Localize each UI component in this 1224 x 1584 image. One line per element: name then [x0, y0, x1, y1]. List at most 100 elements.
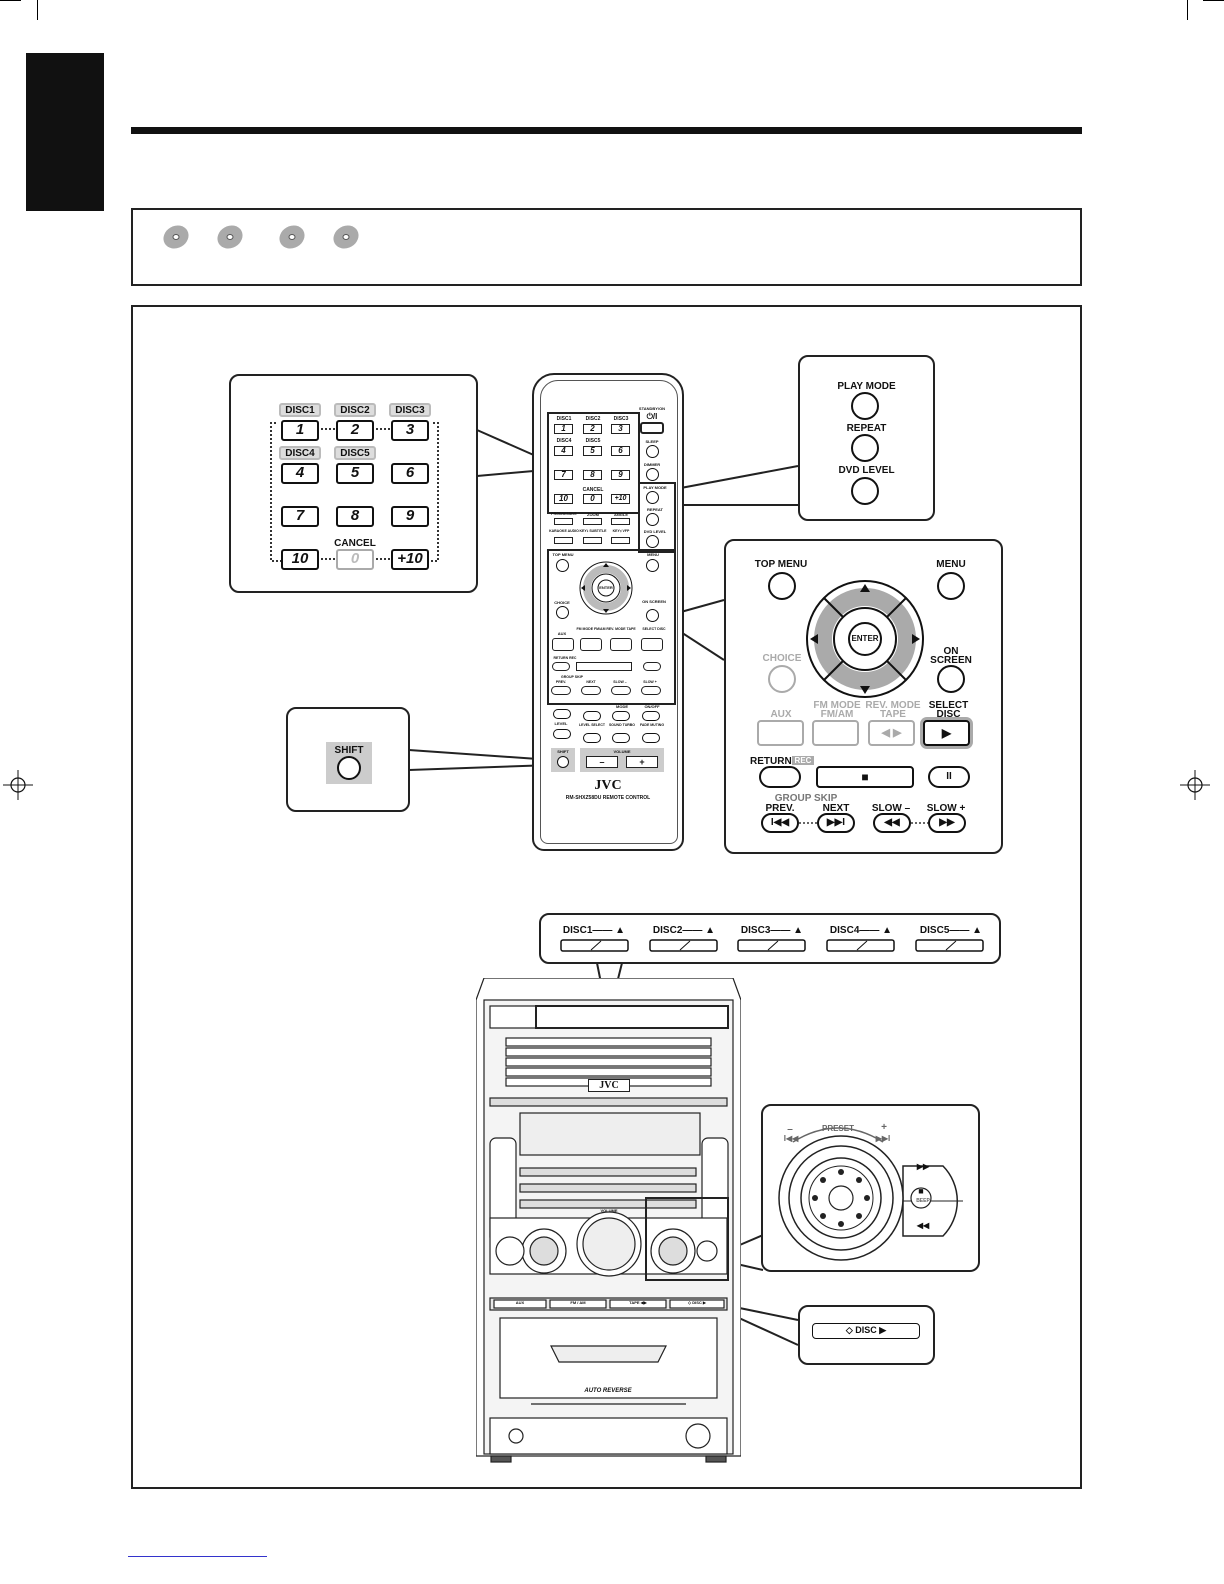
remote-key-4[interactable]: 4: [554, 446, 573, 456]
remote-return-button[interactable]: [552, 662, 570, 671]
remote-key-10[interactable]: 10: [554, 494, 573, 504]
key-5[interactable]: 5: [336, 463, 374, 484]
remote-play-mode-label: PLAY MODE: [643, 485, 667, 490]
remote-key-8[interactable]: 8: [583, 470, 602, 480]
remote-standby-button[interactable]: [640, 422, 664, 434]
remote-prev-button[interactable]: [551, 686, 571, 695]
remote-pause-button[interactable]: [643, 662, 661, 671]
choice-button[interactable]: [768, 665, 796, 693]
shift-label: SHIFT: [334, 745, 364, 756]
preset-rew-icon[interactable]: ◀◀: [916, 1221, 930, 1230]
disc-play-button[interactable]: ◇ DISC ▶: [812, 1323, 920, 1339]
preset-beep-label: BEEP: [916, 1198, 930, 1204]
remote-level-down-button[interactable]: [553, 729, 571, 739]
remote-key-2[interactable]: 2: [583, 424, 602, 434]
pause-button[interactable]: II: [928, 766, 970, 788]
remote-level-up-button[interactable]: [553, 709, 571, 719]
remote-on-off-button[interactable]: [642, 711, 660, 721]
remote-top-menu-button[interactable]: [556, 559, 569, 572]
aux-button[interactable]: [757, 720, 804, 746]
remote-keysharp-button[interactable]: [611, 537, 630, 544]
remote-karaoke-button[interactable]: [554, 537, 573, 544]
remote-level-select-button[interactable]: [583, 733, 601, 743]
remote-stop-button[interactable]: [576, 662, 632, 671]
repeat-button[interactable]: [851, 434, 879, 462]
remote-dvd-level-label: DVD LEVEL: [643, 529, 667, 534]
key-6[interactable]: 6: [391, 463, 429, 484]
tape-button[interactable]: ◀ ▶: [868, 720, 915, 746]
remote-zoom-button[interactable]: [583, 518, 602, 525]
remote-angle-button[interactable]: [611, 518, 630, 525]
remote-vol-minus-button[interactable]: –: [586, 756, 618, 768]
key-8[interactable]: 8: [336, 506, 374, 527]
key-2[interactable]: 2: [336, 420, 374, 441]
remote-dimmer-label: DIMMER: [643, 462, 661, 467]
key-1[interactable]: 1: [281, 420, 319, 441]
remote-key-plus10[interactable]: +10: [611, 494, 630, 504]
disc2-tag: DISC2: [334, 403, 376, 417]
remote-progressive-button[interactable]: [554, 518, 573, 525]
remote-slow-minus-button[interactable]: [611, 686, 631, 695]
remote-repeat-button[interactable]: [646, 513, 659, 526]
disc5-text: DISC5: [919, 925, 950, 936]
remote-return-label: RETURN REC: [553, 656, 577, 660]
remote-key-3[interactable]: 3: [611, 424, 630, 434]
remote-key-9[interactable]: 9: [611, 470, 630, 480]
prev-button[interactable]: I◀◀: [761, 813, 799, 833]
play-mode-button[interactable]: [851, 392, 879, 420]
remote-vol-plus-button[interactable]: +: [626, 756, 658, 768]
remote-play-mode-button[interactable]: [646, 491, 659, 504]
remote-menu-button[interactable]: [646, 559, 659, 572]
menu-button[interactable]: [937, 572, 965, 600]
key-plus10[interactable]: +10: [391, 549, 429, 570]
dvd-level-button[interactable]: [851, 477, 879, 505]
key-9[interactable]: 9: [391, 506, 429, 527]
remote-tape-button[interactable]: [610, 638, 632, 651]
preset-ff-icon[interactable]: ▶▶: [916, 1162, 930, 1171]
top-menu-button[interactable]: [768, 572, 796, 600]
remote-surround-button[interactable]: [583, 711, 601, 721]
remote-sound-turbo-button[interactable]: [612, 733, 630, 743]
remote-on-screen-button[interactable]: [646, 609, 659, 622]
remote-cursor-pad[interactable]: [578, 560, 634, 616]
slow-minus-button[interactable]: ◀◀: [873, 813, 911, 833]
preset-stop-icon[interactable]: ■: [918, 1186, 924, 1196]
remote-dimmer-button[interactable]: [646, 468, 659, 481]
remote-fm-mode-button[interactable]: [580, 638, 602, 651]
remote-choice-button[interactable]: [556, 606, 569, 619]
remote-dvd-level-button[interactable]: [646, 535, 659, 548]
shift-button[interactable]: [337, 756, 361, 780]
jog-dial[interactable]: [763, 1106, 982, 1274]
select-disc-button[interactable]: ▶: [923, 720, 970, 746]
stop-button[interactable]: ■: [816, 766, 914, 788]
remote-shift-button[interactable]: [557, 756, 569, 768]
remote-select-disc-button[interactable]: [641, 638, 663, 651]
key-0-cancel[interactable]: 0: [336, 549, 374, 570]
remote-aux-button[interactable]: [552, 638, 574, 651]
key-7[interactable]: 7: [281, 506, 319, 527]
return-button[interactable]: [759, 766, 801, 788]
remote-key-1[interactable]: 1: [554, 424, 573, 434]
on-screen-button[interactable]: [937, 665, 965, 693]
key-10[interactable]: 10: [281, 549, 319, 570]
cancel-label: CANCEL: [334, 538, 376, 549]
key-3[interactable]: 3: [391, 420, 429, 441]
remote-next-button[interactable]: [581, 686, 601, 695]
remote-keyb-button[interactable]: [583, 537, 602, 544]
cursor-pad[interactable]: [804, 578, 926, 700]
remote-slow-plus-button[interactable]: [641, 686, 661, 695]
remote-fade-muting-button[interactable]: [642, 733, 660, 743]
remote-mode-button[interactable]: [612, 711, 630, 721]
slow-plus-button[interactable]: ▶▶: [928, 813, 966, 833]
remote-key-6[interactable]: 6: [611, 446, 630, 456]
slow-plus-label: SLOW +: [926, 803, 966, 814]
remote-key-7[interactable]: 7: [554, 470, 573, 480]
crop-mark: [37, 0, 38, 20]
remote-key-0[interactable]: 0: [583, 494, 602, 504]
next-button[interactable]: ▶▶I: [817, 813, 855, 833]
remote-sleep-button[interactable]: [646, 445, 659, 458]
fm-mode-button[interactable]: [812, 720, 859, 746]
key-4[interactable]: 4: [281, 463, 319, 484]
disc5-tag: DISC5: [334, 446, 376, 460]
remote-key-5[interactable]: 5: [583, 446, 602, 456]
